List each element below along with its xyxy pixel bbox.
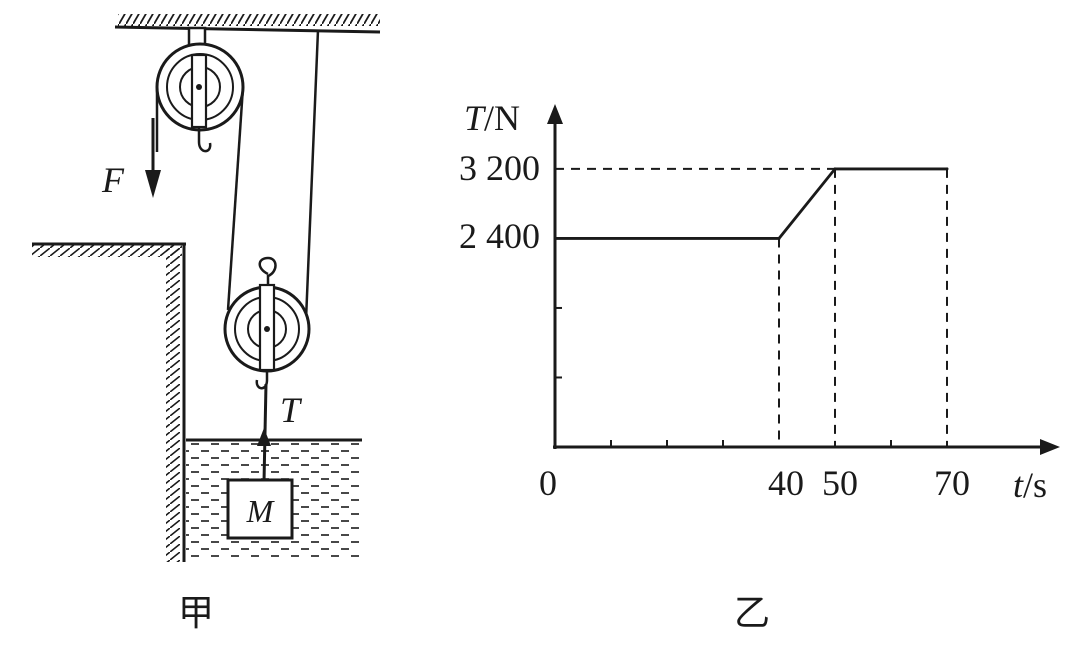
x-tick-label-40: 40 [768, 463, 804, 503]
y-axis-variable: T [464, 98, 487, 138]
y-axis-label: T/N [464, 98, 520, 138]
block-label: M [246, 493, 276, 529]
y-axis-arrow [547, 104, 563, 124]
series-line-tension [555, 167, 947, 240]
ceiling [114, 14, 381, 34]
rope [155, 29, 320, 321]
right-caption: 乙 [734, 593, 770, 633]
force-label: F [101, 160, 125, 200]
chart-marks [553, 167, 949, 447]
data-point [777, 236, 781, 240]
axes [547, 104, 1060, 455]
data-point [553, 236, 557, 240]
data-point [945, 167, 949, 171]
tension-chart: 0 40 50 70 2 400 3 200 T/N t/s 乙 [459, 98, 1060, 633]
y-tick-label-3200: 3 200 [459, 148, 540, 188]
x-axis-arrow [1040, 439, 1060, 455]
pulley-figure: F T M 甲 [32, 14, 381, 633]
block-m: M [226, 478, 294, 540]
data-point [833, 167, 837, 171]
y-tick-label-2400: 2 400 [459, 216, 540, 256]
x-tick-label-70: 70 [934, 463, 970, 503]
x-tick-label-50: 50 [822, 463, 858, 503]
x-axis-variable: t [1013, 465, 1024, 505]
wall [32, 242, 186, 562]
y-axis-unit: /N [484, 98, 520, 138]
left-caption: 甲 [178, 593, 214, 633]
tension-label: T [280, 390, 303, 430]
x-tick-label-0: 0 [539, 463, 557, 503]
fixed-pulley [155, 26, 245, 153]
x-axis-unit: /s [1023, 465, 1047, 505]
x-axis-label: t/s [1013, 465, 1047, 505]
force-arrow [145, 118, 161, 198]
